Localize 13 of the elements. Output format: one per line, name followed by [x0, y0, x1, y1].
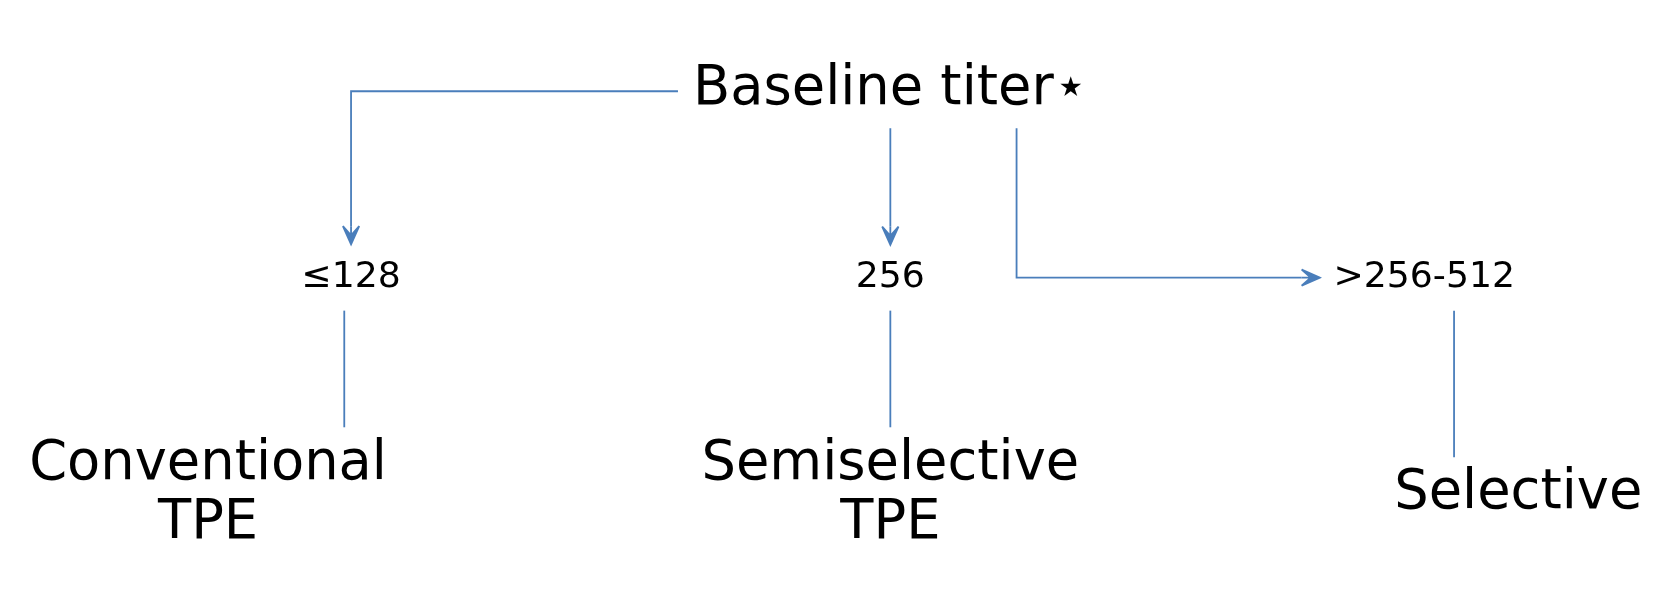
node-text: ≤128 [301, 252, 401, 296]
arrow [1015, 127, 1321, 287]
node-text: Semiselective TPE [701, 428, 1080, 552]
connector [889, 309, 892, 429]
node-text: Baseline titer⋆ [692, 53, 1088, 117]
node-text: >256-512 [1333, 252, 1515, 296]
node-text: Selective [1394, 458, 1643, 522]
connector [1453, 309, 1455, 459]
connector [343, 309, 346, 429]
node-text: 256 [855, 252, 925, 296]
arrow [881, 127, 900, 246]
node-text: Conventional TPE [29, 428, 387, 552]
arrow [342, 90, 679, 246]
